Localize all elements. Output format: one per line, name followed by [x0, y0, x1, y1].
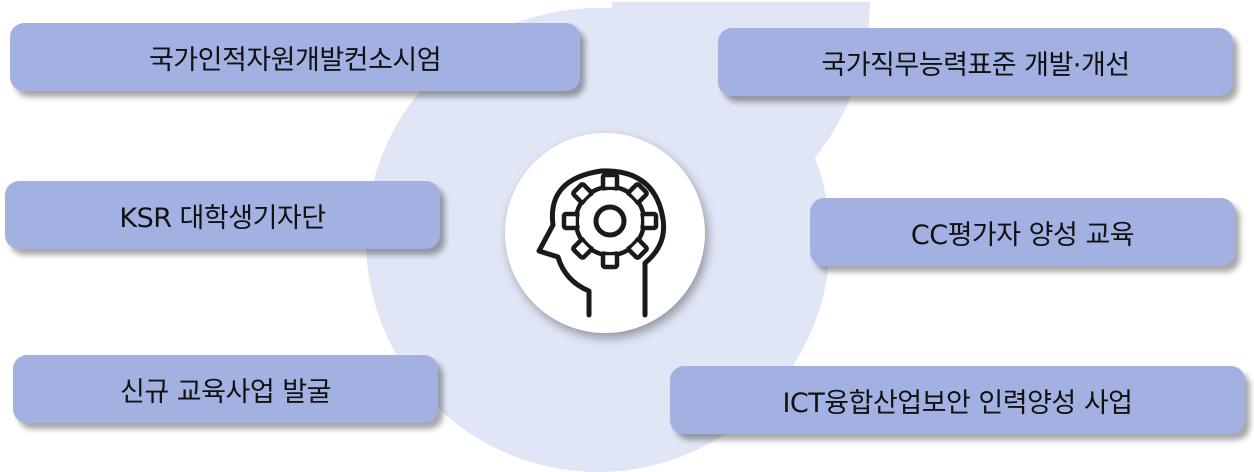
item-hrd-consortium: 국가인적자원개발컨소시엄 [10, 23, 580, 91]
item-label: 신규 교육사업 발굴 [120, 376, 331, 408]
head-gear-icon [536, 168, 667, 318]
center-circle [505, 133, 705, 333]
item-ncs-development: 국가직무능력표준 개발·개선 [718, 28, 1233, 96]
item-label: CC평가자 양성 교육 [910, 219, 1135, 251]
item-cc-evaluator-training: CC평가자 양성 교육 [810, 198, 1235, 266]
item-new-education-business: 신규 교육사업 발굴 [13, 355, 438, 423]
item-label: 국가직무능력표준 개발·개선 [821, 49, 1130, 81]
item-ict-security-workforce: ICT융합산업보안 인력양성 사업 [670, 366, 1245, 434]
item-label: KSR 대학생기자단 [119, 202, 326, 234]
item-ksr-reporters: KSR 대학생기자단 [5, 181, 440, 249]
item-label: 국가인적자원개발컨소시엄 [148, 44, 442, 76]
item-label: ICT융합산업보안 인력양성 사업 [782, 387, 1133, 419]
